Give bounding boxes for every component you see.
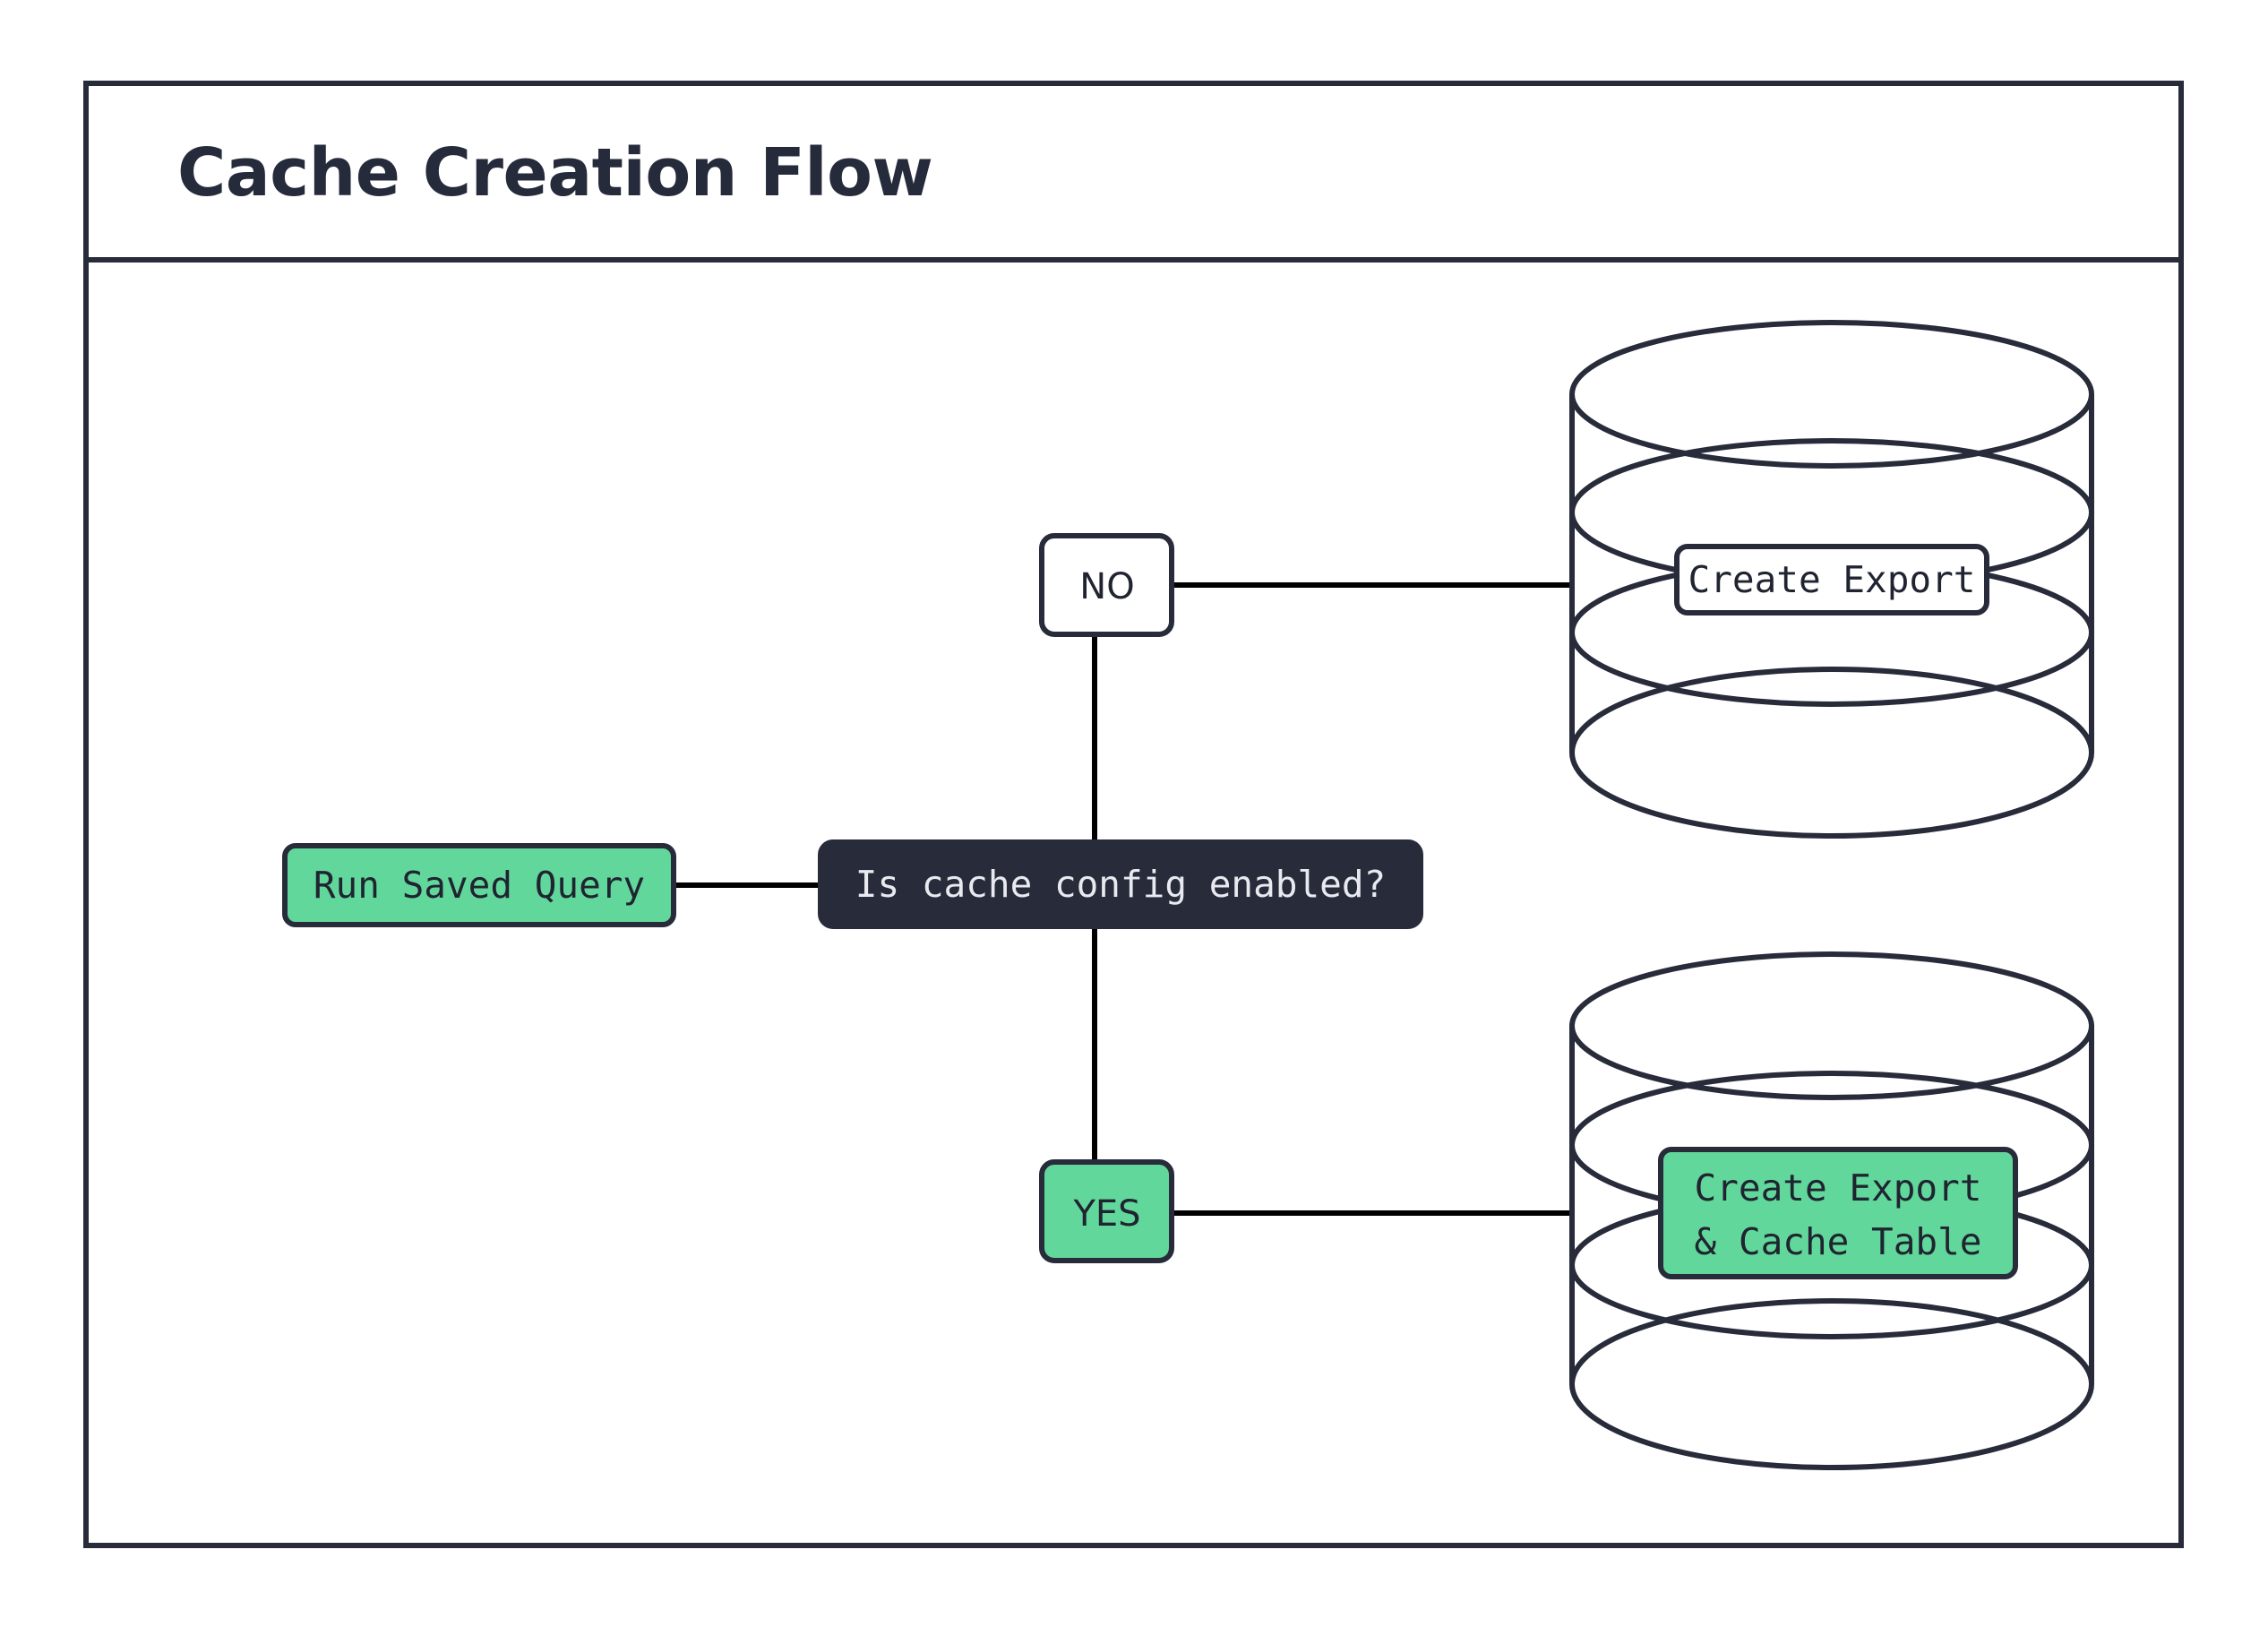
page-title: Cache Creation Flow	[177, 134, 932, 211]
run-saved-query-label: Run Saved Query	[314, 864, 645, 907]
database-top[interactable]: Create Export	[1569, 320, 2094, 839]
yes-label: YES	[1072, 1193, 1140, 1235]
node-run-saved-query[interactable]: Run Saved Query	[282, 843, 676, 927]
database-top-label-box	[1674, 544, 1989, 616]
no-label: NO	[1079, 566, 1134, 607]
no-box	[1039, 533, 1174, 637]
cylinder-band-1	[1569, 320, 2094, 469]
database-bottom-label-line2: & Cache Table	[1695, 1220, 1982, 1263]
database-bottom-label-line1: Create Export	[1695, 1166, 1982, 1209]
cylinder-band-1	[1569, 951, 2094, 1100]
run-saved-query-box	[282, 843, 676, 927]
database-bottom[interactable]: Create Export & Cache Table	[1569, 951, 2094, 1470]
database-bottom-label-box	[1658, 1147, 2018, 1279]
decision-box	[818, 839, 1423, 929]
cylinder-band-4	[1569, 667, 2094, 839]
decision-label: Is cache config enabled?	[855, 863, 1386, 906]
cylinder-band-4	[1569, 1298, 2094, 1470]
node-decision-cache-config[interactable]: Is cache config enabled?	[818, 839, 1423, 929]
branch-label-no[interactable]: NO	[1039, 533, 1174, 637]
database-top-label: Create Export	[1688, 558, 1976, 601]
branch-label-yes[interactable]: YES	[1039, 1159, 1174, 1263]
yes-box	[1039, 1159, 1174, 1263]
